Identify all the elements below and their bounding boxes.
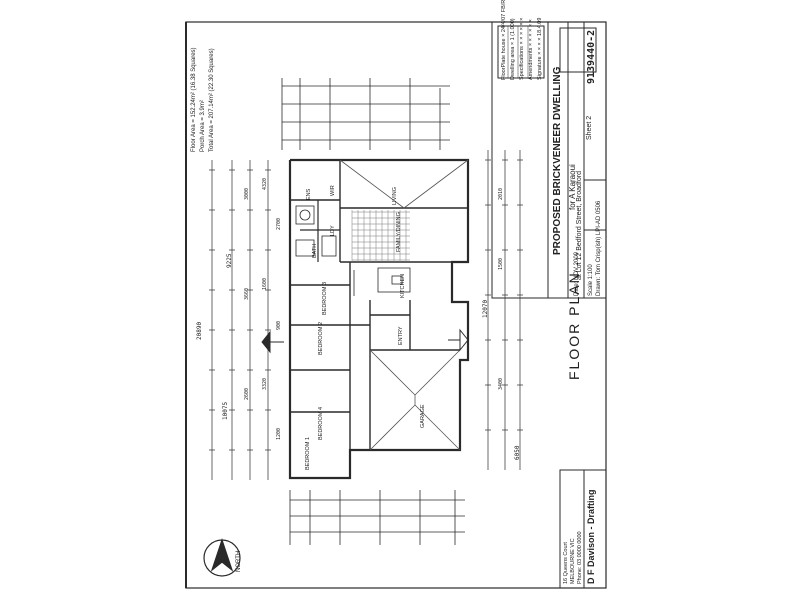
dimension-label: 6050 (514, 445, 521, 460)
scale-note: Scale 1:100 (588, 264, 594, 296)
section-marker-b (448, 328, 469, 352)
area-schedule-line: Total Area = 207.14m² (22.30 Squares) (209, 48, 215, 152)
area-schedule-line: Porch Area = 3.9m² (200, 100, 206, 152)
dimension-label: 1500 (498, 257, 504, 270)
area-schedule-line: Floor Area = 152.24m² (16.38 Squares) (191, 47, 197, 152)
north-label: NORTH (236, 550, 242, 572)
wet-area-fixtures (295, 205, 411, 296)
dimension-label: 1600 (262, 277, 268, 290)
room-label-wir: WIR (330, 185, 336, 196)
room-label-ens: ENS (306, 188, 312, 200)
firm-block (559, 469, 607, 589)
sheet-number: 9139440-2 (586, 29, 597, 84)
section-marker-a (261, 330, 284, 354)
room-label-bed1: BEDROOM 1 (305, 436, 311, 470)
room-label-bed3: BEDROOM 3 (322, 281, 328, 315)
elevation-sketch-top (281, 78, 450, 150)
dimension-label: 3660 (244, 287, 250, 300)
notes-block-line: Amendments × × × × × × (528, 19, 534, 80)
date-note: Date: NOV 2009 (574, 251, 580, 296)
dimension-label: 900 (276, 320, 282, 330)
room-label-family: FAMILY/DINING (396, 212, 402, 252)
room-label-bed4: BEDROOM 4 (318, 406, 324, 440)
dimension-label: 4320 (262, 177, 268, 190)
area-schedule: Floor Area = 152.24m² (16.38 Squares)Por… (190, 47, 217, 152)
dimension-label: 2600 (244, 387, 250, 400)
title-block (491, 21, 607, 299)
dimension-label: 2700 (276, 217, 282, 230)
notes-block-line: FloorPlate house × 24/4/07 FB/RE (501, 0, 507, 80)
room-label-garage: GARAGE (420, 404, 426, 428)
room-label-entry: ENTRY (398, 326, 404, 345)
elevation-sketch-bottom (289, 490, 465, 545)
notes-block-line: Dwelling area × 1 (1.000) (510, 18, 516, 80)
drawn-note: Drawn: Tom Crisp(ish) LPI-AD 0506 (596, 200, 602, 296)
project-title: PROPOSED BRICKVENEER DWELLING (552, 66, 563, 255)
firm-address-line: Phone: 03 0000 0000 (577, 531, 583, 584)
dimension-label: 9225 (226, 253, 233, 268)
dimension-label: 3000 (244, 187, 250, 200)
garage-hip-lines (339, 159, 469, 451)
firm-address-line: MELBOURNE VIC (570, 538, 576, 584)
dimension-label: 20890 (196, 321, 203, 340)
drafting-firm: D F Davison - Drafting (586, 489, 596, 584)
room-label-bath: BATH (312, 243, 318, 258)
dimension-lines-right (485, 150, 523, 470)
dimension-label: 2010 (498, 187, 504, 200)
dimension-label: 10075 (222, 401, 229, 420)
notes-block-line: Signature × × × × 18.4.09 (537, 17, 543, 80)
sheet-label: Sheet 2 (586, 115, 593, 140)
dimension-label: 3400 (498, 377, 504, 390)
north-point-icon (203, 538, 241, 577)
firm-address-line: 16 Queens Court (563, 542, 569, 584)
room-label-ldy: LDY (330, 225, 336, 236)
house-walls (288, 158, 470, 480)
room-label-kitchen: KITCHEN (400, 273, 406, 298)
notes-block-line: Specifications × × × × × × (519, 17, 525, 80)
dimension-lines-left (209, 160, 271, 480)
dimension-label: 12070 (482, 299, 489, 318)
room-label-bed2: BEDROOM 2 (318, 321, 324, 355)
dimension-label: 1200 (276, 427, 282, 440)
dimension-label: 3320 (262, 377, 268, 390)
tile-hatch (351, 210, 410, 262)
room-label-living: LIVING (392, 186, 398, 205)
